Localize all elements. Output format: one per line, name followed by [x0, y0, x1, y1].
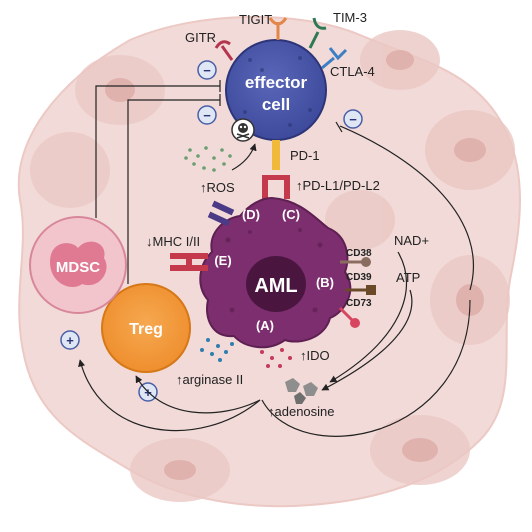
ctla4-label: CTLA-4 — [330, 64, 375, 79]
minus-sign-2: − — [197, 105, 217, 125]
mechanism-b: (B) — [316, 275, 334, 290]
inhibition-lines — [95, 80, 475, 291]
skull-icon — [231, 118, 255, 142]
treg-cell: Treg — [101, 283, 191, 373]
cd39-receptor — [345, 285, 376, 295]
ido-particles — [260, 348, 292, 368]
pd1-label: PD-1 — [290, 148, 320, 163]
aml-cell: AML (D) (C) (E) (B) (A) — [199, 196, 352, 349]
nad-label: NAD+ — [394, 233, 429, 248]
mechanism-c: (C) — [282, 207, 300, 222]
svg-text:−: − — [349, 112, 357, 127]
cd39-label: CD39 — [346, 272, 372, 283]
pd1-receptor — [272, 140, 280, 170]
arginase-label: ↑arginase II — [176, 372, 243, 387]
mhc-label: ↓MHC I/II — [146, 234, 200, 249]
cd38-label: CD38 — [346, 248, 372, 259]
effector-cell-label-2: cell — [262, 95, 290, 114]
svg-text:+: + — [66, 333, 74, 348]
mechanism-e: (E) — [214, 253, 231, 268]
ros-particles — [184, 146, 232, 172]
pdl-label: ↑PD-L1/PD-L2 — [296, 178, 380, 193]
aml-label: AML — [254, 275, 297, 297]
cd38-receptor — [340, 257, 371, 267]
tim3-receptor — [308, 17, 327, 49]
tigit-label: TIGIT — [239, 12, 272, 27]
atp-label: ATP — [396, 270, 420, 285]
activation-arrows — [78, 251, 471, 437]
mechanism-d: (D) — [242, 207, 260, 222]
ros-arrow — [231, 143, 257, 171]
adenosine-label: ↑adenosine — [268, 404, 335, 419]
ido-label: ↑IDO — [300, 348, 330, 363]
gitr-label: GITR — [185, 30, 216, 45]
tim3-label: TIM-3 — [333, 10, 367, 25]
svg-text:−: − — [203, 63, 211, 78]
mhc-receptor-d — [207, 200, 235, 227]
treg-label: Treg — [129, 321, 163, 338]
svg-text:−: − — [203, 108, 211, 123]
ctla4-receptor — [321, 47, 348, 70]
ros-label: ↑ROS — [200, 180, 235, 195]
minus-sign-1: − — [197, 60, 217, 80]
plus-sign-1: + — [60, 330, 80, 350]
minus-sign-3: − — [343, 109, 363, 129]
arginase-particles — [200, 338, 234, 362]
cd73-label: CD73 — [346, 298, 372, 309]
pdl-ligand — [262, 175, 290, 199]
tissue-nuclei — [105, 50, 486, 480]
adenosine-molecules — [285, 378, 318, 404]
mechanism-a: (A) — [256, 318, 274, 333]
effector-cell-label-1: effector — [245, 73, 308, 92]
cd73-receptor — [338, 306, 360, 328]
mhc-receptor-e — [170, 253, 208, 271]
tigit-receptor — [268, 17, 288, 40]
gitr-receptor — [214, 40, 234, 61]
mdsc-cell: MDSC — [29, 216, 127, 314]
mdsc-label: MDSC — [56, 259, 100, 276]
